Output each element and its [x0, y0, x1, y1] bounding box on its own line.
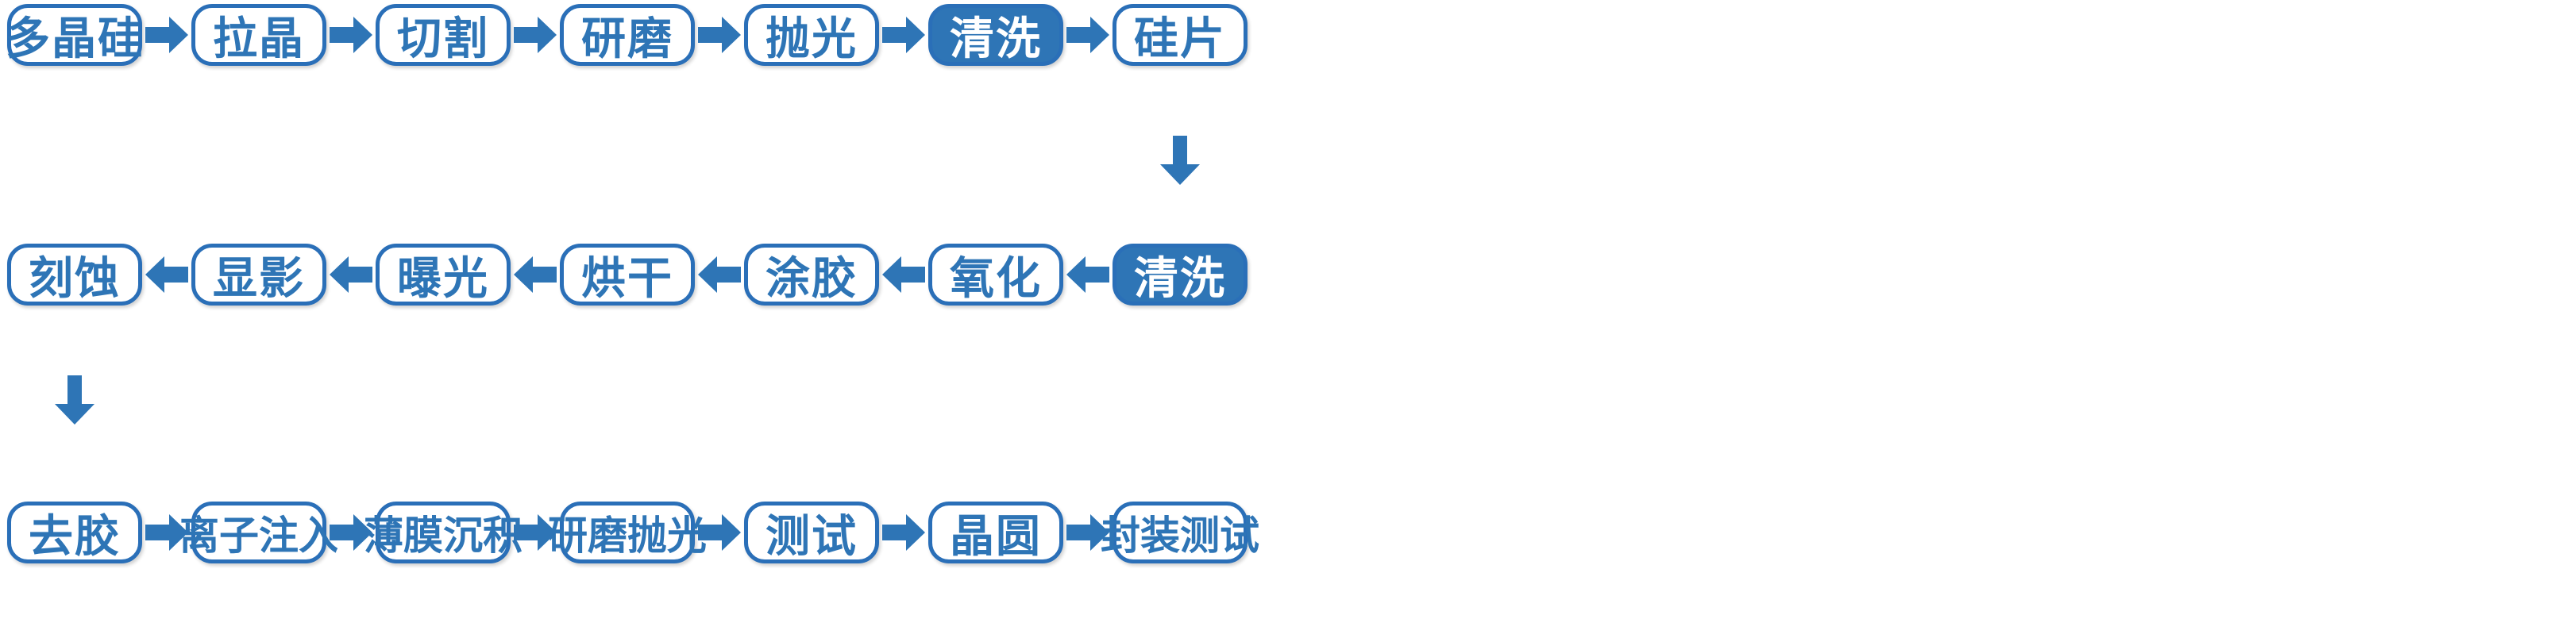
process-node-n19[interactable]: 测试	[744, 502, 879, 563]
arrow-right-icon	[330, 15, 372, 55]
process-node-n10[interactable]: 涂胶	[744, 244, 879, 306]
arrow-left-icon	[330, 255, 372, 294]
process-node-n7[interactable]: 硅片	[1113, 4, 1248, 66]
process-node-n8[interactable]: 清洗	[1113, 244, 1248, 306]
arrow-right-icon	[698, 513, 741, 552]
arrow-right-icon	[882, 15, 925, 55]
process-node-n9[interactable]: 氧化	[928, 244, 1063, 306]
arrow-right-icon	[145, 513, 188, 552]
process-node-n16[interactable]: 离子注入	[179, 502, 338, 563]
arrow-left-icon	[698, 255, 741, 294]
process-node-n4[interactable]: 研磨	[560, 4, 695, 66]
process-node-n12[interactable]: 曝光	[376, 244, 511, 306]
arrow-left-icon	[1066, 255, 1109, 294]
process-node-n17[interactable]: 薄膜沉积	[364, 502, 523, 563]
process-node-n1[interactable]: 多晶硅	[6, 4, 142, 66]
process-node-n18[interactable]: 研磨抛光	[548, 502, 707, 563]
arrow-right-icon	[330, 513, 372, 552]
process-node-n2[interactable]: 拉晶	[191, 4, 326, 66]
process-node-n6[interactable]: 清洗	[928, 4, 1063, 66]
process-node-n13[interactable]: 显影	[191, 244, 326, 306]
arrow-right-icon	[882, 513, 925, 552]
arrow-right-icon	[145, 15, 188, 55]
process-node-n15[interactable]: 去胶	[7, 502, 142, 563]
arrow-right-icon	[1066, 513, 1109, 552]
process-node-n20[interactable]: 晶圆	[928, 502, 1063, 563]
arrow-down-icon-wafer-to-clean	[1160, 136, 1200, 185]
arrow-right-icon	[1066, 15, 1109, 55]
arrow-left-icon	[514, 255, 557, 294]
arrow-left-icon	[882, 255, 925, 294]
process-node-n5[interactable]: 抛光	[744, 4, 879, 66]
arrow-right-icon	[514, 513, 557, 552]
arrow-left-icon	[145, 255, 188, 294]
process-node-n14[interactable]: 刻蚀	[7, 244, 142, 306]
process-node-n3[interactable]: 切割	[376, 4, 511, 66]
arrow-down-icon-etch-to-strip	[55, 375, 94, 425]
process-node-n11[interactable]: 烘干	[560, 244, 695, 306]
arrow-right-icon	[514, 15, 557, 55]
arrow-right-icon	[698, 15, 741, 55]
process-node-n21[interactable]: 封装测试	[1101, 502, 1259, 563]
